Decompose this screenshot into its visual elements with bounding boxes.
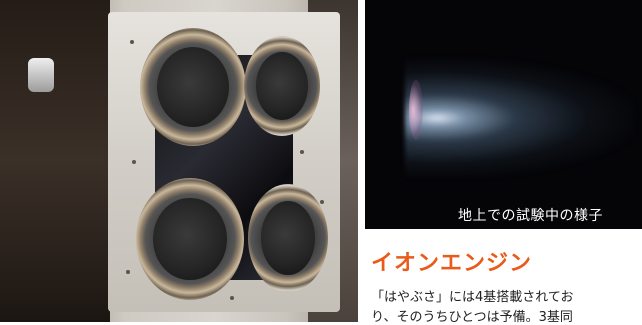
screw — [126, 270, 130, 274]
ion-engine-hardware-photo — [0, 0, 358, 322]
screw — [300, 150, 304, 154]
ion-plume-test-photo — [365, 0, 642, 229]
photo-background-dark — [0, 0, 110, 322]
thruster-bottom-left — [136, 178, 244, 300]
screw — [132, 160, 136, 164]
thruster-glow — [409, 80, 423, 140]
side-fixture-left — [28, 58, 54, 92]
screw — [230, 296, 234, 300]
section-title: イオンエンジン — [371, 251, 533, 276]
ion-plume — [405, 58, 635, 178]
thruster-top-left — [140, 28, 246, 146]
screw — [130, 40, 134, 44]
photo-caption: 地上での試験中の様子 — [458, 208, 603, 224]
body-text-line: り、そのうちひとつは予備。3基同 — [371, 310, 573, 325]
screw — [320, 200, 324, 204]
thruster-bottom-right — [248, 184, 328, 292]
thruster-top-right — [244, 36, 320, 136]
body-text-line: 「はやぶさ」には4基搭載されてお — [371, 290, 574, 305]
